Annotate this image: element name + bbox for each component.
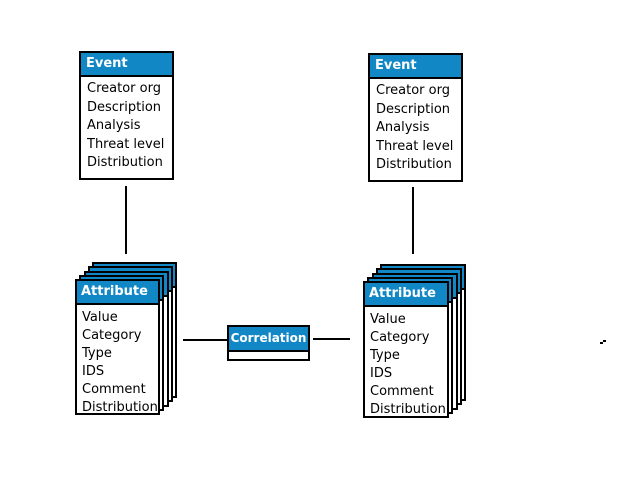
attribute-field: IDS: [370, 366, 393, 381]
attribute-card-front: Attribute Value Category Type IDS Commen…: [363, 281, 449, 418]
attribute-field: Category: [370, 330, 430, 345]
correlation-box: Correlation: [227, 325, 310, 361]
attribute-field: Comment: [82, 382, 146, 397]
connector-correlation-attribute-right: [313, 338, 350, 340]
attribute-field: Value: [82, 310, 118, 325]
event-right-body: Creator org Description Analysis Threat …: [370, 79, 461, 175]
event-box-right: Event Creator org Description Analysis T…: [368, 53, 463, 182]
event-field: Creator org: [87, 81, 161, 96]
attribute-card-front: Attribute Value Category Type IDS Commen…: [75, 279, 160, 415]
attribute-field: Category: [82, 328, 142, 343]
event-field: Threat level: [376, 138, 454, 154]
attribute-right-body: Value Category Type IDS Comment Distribu…: [365, 307, 447, 419]
connector-attribute-correlation-left: [183, 339, 227, 341]
event-field: Description: [376, 101, 451, 117]
attribute-left-header: Attribute: [77, 281, 158, 305]
attribute-field: Comment: [370, 384, 434, 399]
artifact-mark: [603, 340, 606, 342]
connector-event-attribute-left: [125, 186, 127, 254]
event-field: Analysis: [376, 120, 430, 135]
event-left-header: Event: [81, 53, 172, 77]
attribute-left-body: Value Category Type IDS Comment Distribu…: [77, 305, 158, 417]
event-field: Distribution: [87, 155, 163, 170]
event-field: Description: [87, 99, 162, 115]
event-field: Analysis: [87, 118, 141, 133]
event-left-body: Creator org Description Analysis Threat …: [81, 77, 172, 173]
attribute-field: Type: [370, 348, 400, 363]
attribute-field: Distribution: [370, 402, 446, 417]
event-field: Creator org: [376, 83, 450, 98]
event-box-left: Event Creator org Description Analysis T…: [79, 51, 174, 180]
attribute-right-header: Attribute: [365, 283, 447, 307]
attribute-field: Distribution: [82, 400, 158, 415]
event-field: Threat level: [87, 136, 165, 152]
attribute-stack-right: Attribute Value Category Type IDS Commen…: [363, 264, 466, 418]
correlation-body: [229, 352, 308, 359]
connector-event-attribute-right: [412, 187, 414, 254]
attribute-field: Type: [82, 346, 112, 361]
correlation-header: Correlation: [229, 327, 308, 352]
artifact-mark: [600, 342, 603, 344]
attribute-field: Value: [370, 312, 406, 327]
attribute-field: IDS: [82, 364, 105, 379]
event-right-header: Event: [370, 55, 461, 79]
attribute-stack-left: Attribute Value Category Type IDS Commen…: [75, 262, 177, 415]
event-field: Distribution: [376, 157, 452, 172]
